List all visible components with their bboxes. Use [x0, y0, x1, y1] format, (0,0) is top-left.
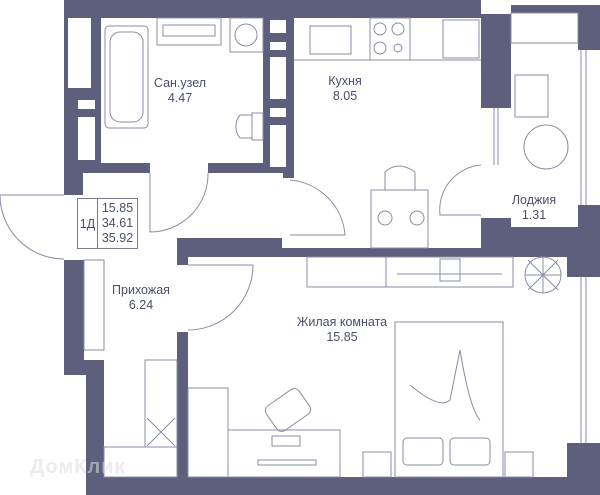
living-room-area: 15.85	[326, 330, 358, 344]
living-room-name: Жилая комната	[296, 315, 388, 329]
wardrobe-icon	[83, 259, 229, 478]
hallway-label: Прихожая 6.24	[112, 283, 170, 313]
kitchen-name: Кухня	[328, 74, 362, 88]
living-window	[567, 277, 600, 443]
niche	[68, 18, 91, 88]
washing-machine-icon	[229, 17, 264, 53]
bathroom-label: Сан.узел 4.47	[154, 76, 206, 106]
bathroom-area: 4.47	[167, 91, 193, 105]
kitchen-label: Кухня 8.05	[328, 74, 361, 104]
hallway-lower	[104, 360, 177, 477]
kitchen-entry	[282, 178, 296, 248]
doors	[0, 164, 482, 331]
dining-table-icon	[370, 165, 429, 249]
hallway-bath-door	[150, 160, 208, 175]
window-frames	[493, 50, 587, 443]
nightstand-icon	[362, 451, 534, 478]
loggia-door	[481, 108, 511, 218]
shaft-5	[270, 125, 286, 167]
shaft-2	[270, 42, 286, 50]
loggia-area: 1.31	[521, 208, 547, 222]
living-room-label: Жилая комната 15.85	[297, 315, 387, 345]
hallway-name: Прихожая	[112, 283, 170, 297]
shaft	[270, 20, 286, 33]
plant-icon	[524, 256, 562, 294]
niche-2	[78, 100, 95, 109]
kitchen-area: 8.05	[332, 89, 358, 103]
shaft-4	[270, 108, 286, 117]
bed-icon	[394, 321, 504, 478]
loggia-floor	[511, 13, 578, 227]
bathroom-name: Сан.узел	[153, 76, 207, 90]
living-floor	[188, 257, 567, 477]
watermark: ДомКлик	[30, 456, 126, 478]
bathroom-floor	[101, 18, 263, 163]
loggia-name: Лоджия	[511, 193, 557, 207]
kitchen-window	[481, 4, 511, 14]
apartment-type: 1Д	[78, 199, 98, 248]
living-door-gap	[177, 265, 189, 332]
loggia-furniture	[514, 74, 569, 170]
total-area: 34.61	[101, 216, 134, 230]
bathtub-icon	[104, 25, 149, 129]
apartment-summary: 1Д 15.85 34.61 35.92	[77, 198, 138, 249]
sink-icon	[156, 17, 222, 46]
kitchen-counter	[294, 17, 481, 61]
toilet-icon	[235, 112, 264, 141]
tv-stand-icon	[306, 256, 514, 288]
hallway-area: 6.24	[128, 298, 154, 312]
loggia-label: Лоджия 1.31	[512, 193, 556, 223]
kitchen-floor	[294, 18, 481, 248]
total-area-with-loggia: 35.92	[101, 231, 134, 245]
niche-3	[78, 117, 95, 160]
hallway-corridor	[84, 238, 177, 360]
loggia-rack	[510, 12, 579, 44]
shaft-3	[270, 57, 286, 99]
loggia-window	[578, 50, 600, 205]
living-area: 15.85	[101, 201, 134, 215]
